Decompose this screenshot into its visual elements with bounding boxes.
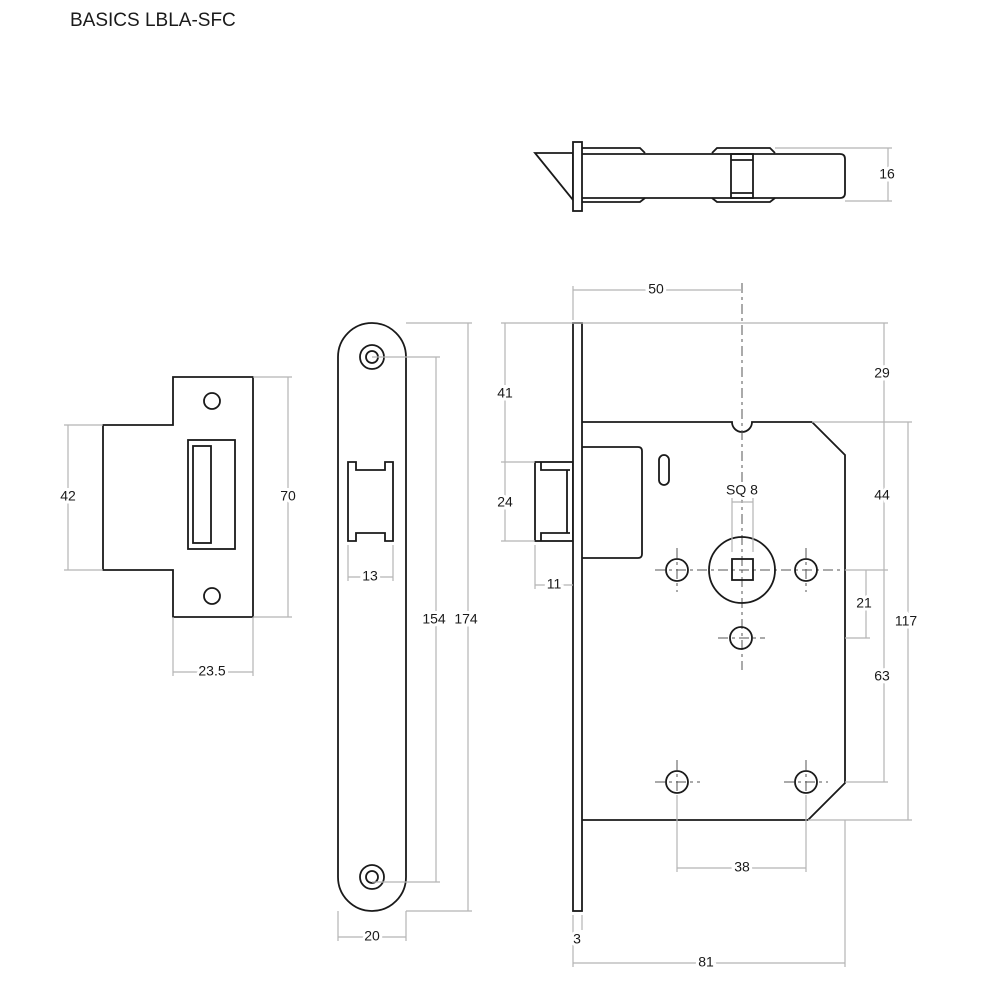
forend-plate: 13 154 174 20 <box>337 322 481 947</box>
dim-forend-thickness: 3 <box>573 931 581 947</box>
dim-overall-depth: 81 <box>698 954 714 970</box>
dim-spindle-to-hole: 21 <box>856 595 872 611</box>
dim-forend-screw-centres: 154 <box>422 611 446 627</box>
dim-latch-projection: 11 <box>547 576 562 592</box>
spindle-size-label: SQ 8 <box>726 482 758 498</box>
dim-top-to-latch: 41 <box>497 385 513 401</box>
dim-forend-width: 20 <box>364 928 380 944</box>
latch-case: 50 41 24 11 29 44 117 21 63 38 3 81 SQ 8 <box>494 278 920 973</box>
latch-top-view: 16 <box>533 141 898 212</box>
dim-backset: 50 <box>648 281 664 297</box>
dim-strike-width: 23.5 <box>198 663 225 679</box>
dim-forend-length: 174 <box>454 611 478 627</box>
dim-hole-spacing: 38 <box>734 859 750 875</box>
drawing-title: BASICS LBLA-SFC <box>70 10 236 31</box>
dim-top-to-case: 29 <box>874 365 890 381</box>
dim-case-height: 117 <box>895 613 918 629</box>
dim-latch-height: 16 <box>879 166 895 182</box>
dim-strike-inner-height: 42 <box>60 488 76 504</box>
dim-spindle-to-bottom-holes: 63 <box>874 668 890 684</box>
dim-strike-outer-height: 70 <box>280 488 296 504</box>
dim-latch-height: 24 <box>497 494 513 510</box>
dim-case-to-spindle: 44 <box>874 487 890 503</box>
strike-plate: 42 70 23.5 <box>57 376 299 682</box>
dim-forend-slot-width: 13 <box>362 568 378 584</box>
